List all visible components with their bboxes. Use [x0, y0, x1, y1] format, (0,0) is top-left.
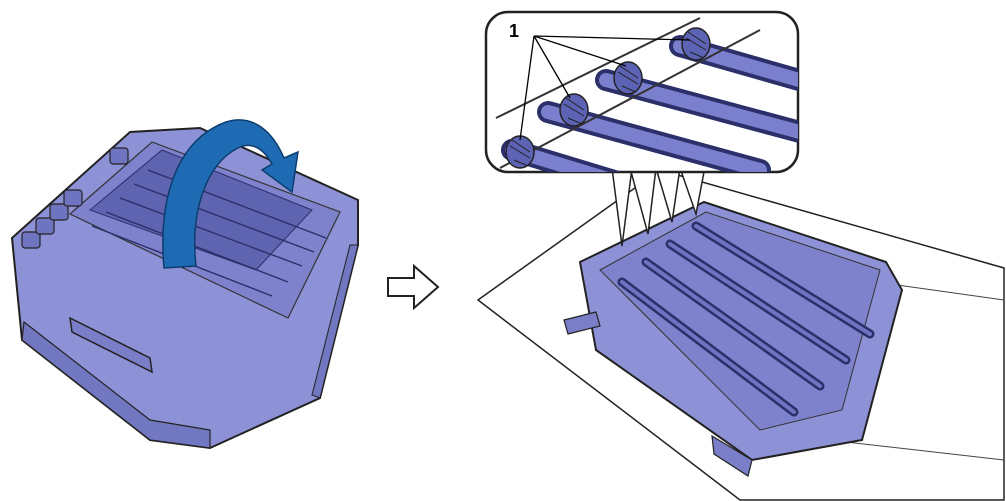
curved-arrow-icon — [162, 119, 299, 269]
callout-leader-lines — [519, 35, 691, 141]
outline-right-arrow-icon — [387, 263, 440, 311]
zoom-lines — [611, 167, 705, 247]
callout-label-1: 1 — [509, 21, 519, 41]
detail-callout-box: 1 — [484, 10, 800, 174]
drum-unit-left — [10, 126, 359, 450]
drum-unit-right — [563, 200, 904, 477]
